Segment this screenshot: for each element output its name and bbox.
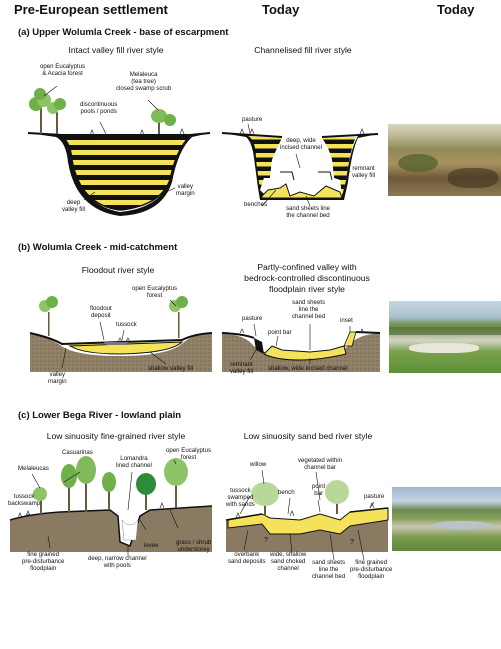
section-a-today-style: Channelised fill river style xyxy=(254,45,352,55)
label-c-pointbar: point bar xyxy=(312,483,326,497)
section-c-today-style: Low sinuosity sand bed river style xyxy=(243,431,373,441)
section-a-pre-style: Intact valley fill river style xyxy=(68,45,164,55)
melaleuca-shrub-icon xyxy=(151,109,176,134)
section-b-pre-style: Floodout river style xyxy=(81,265,155,275)
eucalyptus-tree-icon xyxy=(61,456,188,512)
label-c-overbank: overbank sand deposits xyxy=(228,551,266,565)
photo-lower-bega-river xyxy=(392,487,501,551)
header-today-1: Today xyxy=(262,2,300,17)
photo-upper-wolumla-creek xyxy=(388,124,501,196)
section-b-today-style: Partly-confined valley with bedrock-cont… xyxy=(244,262,370,294)
section-c-title: (c) Lower Bega River - lowland plain xyxy=(18,410,182,421)
label-a-sands: sand sheets line the channel bed xyxy=(286,205,331,219)
label-c-unknown-1: ? xyxy=(264,537,268,544)
section-b-pre-diagram xyxy=(29,296,213,372)
label-b-inset: inset xyxy=(340,317,353,324)
label-a-remnant: remnant valley fill xyxy=(352,165,376,179)
label-b-pointbar: point bar xyxy=(268,329,292,336)
willow-tree-icon xyxy=(251,480,349,516)
label-c-casuarinas: Casuarinas xyxy=(62,449,93,456)
label-a-fill: deep valley fill xyxy=(62,199,86,213)
label-b-floodout: floodout deposit xyxy=(90,305,112,319)
label-a-pasture: pasture xyxy=(242,116,263,123)
label-c-grass: grass / shrub understorey xyxy=(176,539,212,553)
label-c-levee: levee xyxy=(144,542,159,549)
label-c-vegetated: vegetated within channel bar xyxy=(298,457,343,471)
section-c-pre-diagram xyxy=(9,456,213,556)
label-c-forest: open Eucalyptus forest xyxy=(166,447,212,461)
label-b-fill: shallow valley fill xyxy=(148,365,194,372)
label-c-floodplain: fine grained pre-disturbance floodplain xyxy=(350,559,393,580)
header-today-2: Today xyxy=(437,2,475,17)
label-a-melaleuca: Melaleuca (tea tree) closed swamp scrub xyxy=(116,71,172,92)
label-c-tussock: tussock swamped with sands xyxy=(226,487,255,508)
label-c-lomandra: Lomandra lined channel xyxy=(116,455,152,469)
label-a-channel: deep, wide incised channel xyxy=(280,137,323,151)
label-c-backswamp: tussock backswamp xyxy=(8,493,41,507)
section-b-today-diagram xyxy=(221,323,381,372)
label-a-benches: benches xyxy=(244,201,268,208)
label-c-floodplain: fine grained pre-disturbance floodplain xyxy=(22,551,65,572)
label-b-remnant: remnant valley fill xyxy=(230,361,254,375)
section-a-today-diagram xyxy=(221,123,379,207)
section-c-today-diagram xyxy=(225,469,389,561)
label-c-channel: deep, narrow channel with pools xyxy=(88,555,147,569)
section-c-pre-style: Low sinuosity fine-grained river style xyxy=(46,431,186,441)
label-c-willow: willow xyxy=(250,461,267,468)
label-c-channel: wide, shallow sand choked channel xyxy=(270,551,307,572)
label-c-unknown-2: ? xyxy=(350,539,354,546)
photo-wolumla-creek xyxy=(389,301,501,373)
header-pre-european: Pre-European settlement xyxy=(14,2,168,17)
melaleuca-shrub-icon xyxy=(33,487,47,514)
section-b-title: (b) Wolumla Creek - mid-catchment xyxy=(18,242,178,253)
section-a-title: (a) Upper Wolumla Creek - base of escarp… xyxy=(18,27,229,38)
label-c-bench: bench xyxy=(278,489,295,496)
label-a-pools: discontinuous pools / ponds xyxy=(80,101,118,115)
label-c-sands: sand sheets line the channel bed xyxy=(312,559,346,580)
eucalyptus-tree-icon xyxy=(39,296,188,338)
label-a-forest: open Eucalyptus & Acacia forest xyxy=(40,63,86,77)
label-c-pasture: pasture xyxy=(364,493,385,500)
label-b-pasture: pasture xyxy=(242,315,263,322)
label-b-margin: valley margin xyxy=(48,371,67,385)
section-a-pre-diagram xyxy=(27,85,211,216)
label-b-tussock: tussock xyxy=(116,321,137,328)
eucalyptus-tree-icon xyxy=(29,88,66,134)
label-b-forest: open Eucalyptus forest xyxy=(132,285,178,299)
label-a-margin: valley margin xyxy=(176,183,195,197)
label-c-melaleucas: Melaleucas xyxy=(18,465,49,472)
label-b-sands: sand sheets line the channel bed xyxy=(292,299,326,320)
label-b-channel: shallow, wide incised channel xyxy=(268,365,348,372)
